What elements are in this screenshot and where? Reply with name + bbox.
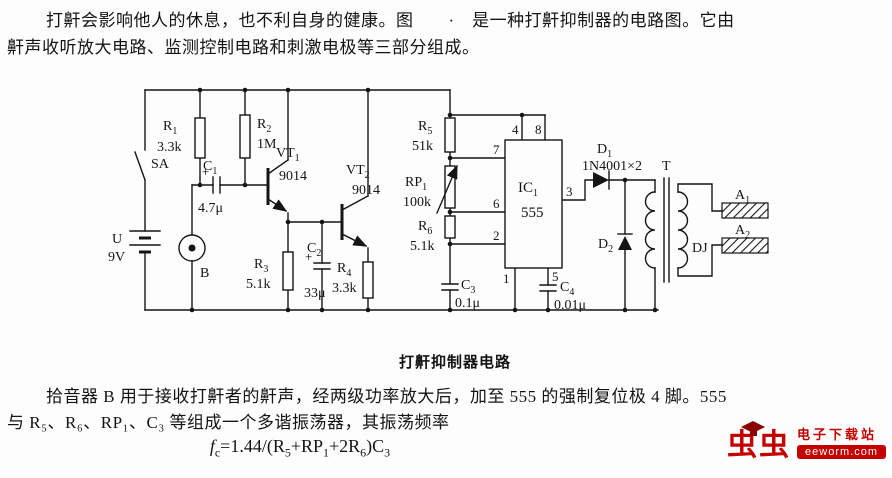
resistor-r3: R3 5.1k [246,251,294,292]
value-ic1: 555 [521,205,544,221]
label-r6: R6 [418,219,432,237]
resistor-r1: R1 3.3k [157,117,206,159]
pin-7-discharge: 7 [493,142,500,157]
value-c4: 0.01μ [554,298,586,313]
switch-sa: SA [134,151,170,181]
resistor-r6: R6 5.1k [410,215,456,254]
electrode-a2: A2 [721,223,769,254]
label-vt2: VT2 [346,163,370,181]
graduation-cap-icon [741,421,766,436]
value-rp1: 100k [403,195,431,210]
capacitor-c3: C3 0.1μ [441,278,480,311]
capacitor-c2: C2 + 33μ [304,241,331,301]
pin-4-reset: 4 [512,122,519,137]
ic-555: IC1 555 4 8 7 6 2 3 1 5 [493,122,573,286]
body-paragraph-line-1: 拾音器 B 用于接收打鼾者的鼾声，经两级功率放大后，加至 555 的强制复位极 … [46,387,727,406]
pin-2-trigger: 2 [493,228,500,243]
label-r3: R3 [254,257,268,275]
label-rp1: RP1 [405,175,427,193]
site-logo: 虫虫 电子下载站 eeworm.com [727,421,886,462]
label-r5: R5 [418,119,432,137]
pin-1-ground: 1 [503,271,510,286]
resistor-r2: R2 1M [239,114,277,159]
value-c1: 4.7μ [198,201,223,216]
value-vt2: 9014 [352,183,380,198]
value-vt1: 9014 [279,169,307,184]
junction-dots [189,87,658,313]
transformer-t: T DJ [644,159,708,283]
capacitor-c4: C4 0.01μ [539,280,586,313]
label-a2: A2 [735,223,750,241]
value-c3: 0.1μ [455,296,480,311]
potentiometer-rp1: RP1 100k [403,164,458,214]
label-d1: D1 [597,142,612,160]
value-r6: 5.1k [410,239,435,254]
label-t: T [662,159,671,174]
resistor-r5: R5 51k [412,117,456,154]
intro-paragraph-line-1: 打鼾会影响他人的休息，也不利自身的健康。图 · 是一种打鼾抑制器的电路图。它由 [46,11,735,30]
value-r3: 5.1k [246,277,271,292]
value-r5: 51k [412,139,433,154]
label-a1: A1 [735,188,750,206]
label-c3: C3 [461,278,475,296]
label-sa: SA [151,157,170,172]
logo-brand-text: 虫虫 [727,429,792,462]
label-c2: C2 [307,241,321,259]
oscillation-frequency-formula: fc=1.44/(R5+RP1+2R6)C3 [209,436,391,460]
pin-3-output: 3 [566,184,573,199]
label-c1: C1 [203,159,217,177]
figure-caption: 打鼾抑制器电路 [398,355,511,371]
logo-site-name: 电子下载站 [797,427,878,442]
pin-8-vcc: 8 [535,122,542,137]
transistor-vt2: VT2 9014 [340,163,380,247]
pin-6-threshold: 6 [493,196,500,211]
value-r1: 3.3k [157,140,182,155]
label-r2: R2 [257,117,271,135]
transistor-vt1: VT1 9014 [266,146,307,212]
value-9v: 9V [108,250,125,265]
value-d1: 1N4001×2 [582,159,642,174]
capacitor-c1: C1 + 4.7μ [198,159,223,216]
wires [144,89,723,311]
label-u: U [112,232,122,247]
label-dj: DJ [692,241,708,256]
label-c4: C4 [560,280,574,298]
electrode-a1: A1 [721,188,769,219]
polarity-plus-c1: + [202,164,209,179]
label-r1: R1 [163,119,177,137]
microphone-b: B [178,234,209,281]
value-r2: 1M [257,137,277,152]
label-ic1: IC1 [518,180,538,199]
polarity-plus-c2: + [305,249,312,264]
label-d2: D2 [598,237,613,255]
intro-paragraph-line-2: 鼾声收听放大电路、监测控制电路和刺激电极等三部分组成。 [7,38,480,57]
value-c2: 33μ [304,286,326,301]
resistor-r4: R4 3.3k [332,261,374,299]
diode-d2: D2 [598,233,633,255]
label-r4: R4 [337,261,351,279]
diode-d1: D1 1N4001×2 [582,142,642,190]
logo-url-badge[interactable]: eeworm.com [797,445,886,459]
label-b: B [200,266,209,281]
label-vt1: VT1 [276,146,300,164]
pin-5-control: 5 [552,269,559,284]
battery-u: U 9V [108,230,161,265]
value-r4: 3.3k [332,281,357,296]
body-paragraph-line-2: 与 R₅、R₆、RP₁、C₃ 等组成一个多谐振荡器，其振荡频率 [7,413,450,432]
